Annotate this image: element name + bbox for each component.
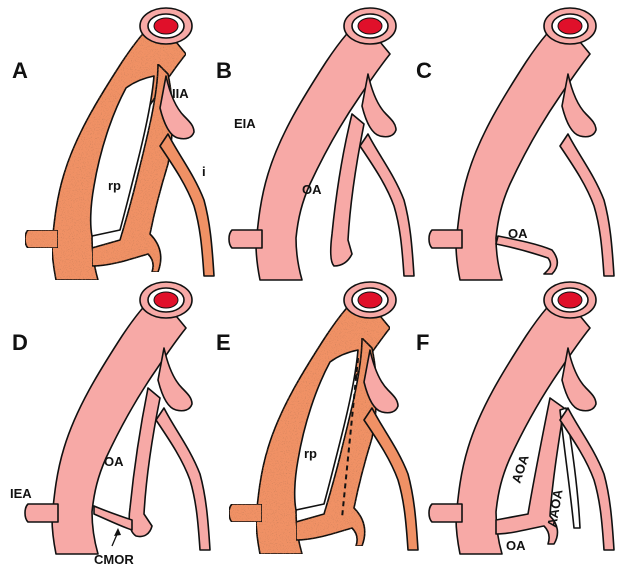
artery-d	[25, 282, 210, 554]
label-rp-a: rp	[108, 178, 121, 193]
label-eia: EIA	[234, 116, 256, 131]
artery-b	[229, 8, 414, 280]
label-cmor: CMOR	[94, 552, 134, 567]
label-oa-c: OA	[508, 226, 528, 241]
label-oa-d: OA	[104, 454, 124, 469]
panel-e: E rp	[216, 282, 418, 554]
panel-a: A rp IIA i	[12, 8, 214, 280]
label-rp-e: rp	[304, 446, 317, 461]
panel-letter-c: C	[416, 58, 432, 83]
artery-f	[429, 282, 614, 554]
panel-d: D OA IEA CMOR	[10, 282, 210, 567]
label-oa-f: OA	[506, 538, 526, 553]
label-i: i	[202, 164, 206, 179]
panel-letter-f: F	[416, 330, 429, 355]
label-oa-b: OA	[302, 182, 322, 197]
panel-b: B EIA OA	[216, 8, 414, 280]
panel-letter-d: D	[12, 330, 28, 355]
label-iea: IEA	[10, 486, 32, 501]
artery-a	[25, 8, 214, 280]
label-iia: IIA	[172, 86, 189, 101]
panel-letter-e: E	[216, 330, 231, 355]
panel-f: F AOA AAOA OA	[416, 282, 614, 554]
artery-e	[229, 282, 418, 554]
label-aoa: AOA	[509, 452, 532, 485]
panel-letter-b: B	[216, 58, 232, 83]
panel-letter-a: A	[12, 58, 28, 83]
panel-c: C OA	[416, 8, 614, 280]
cmor-arrowhead	[114, 528, 121, 536]
